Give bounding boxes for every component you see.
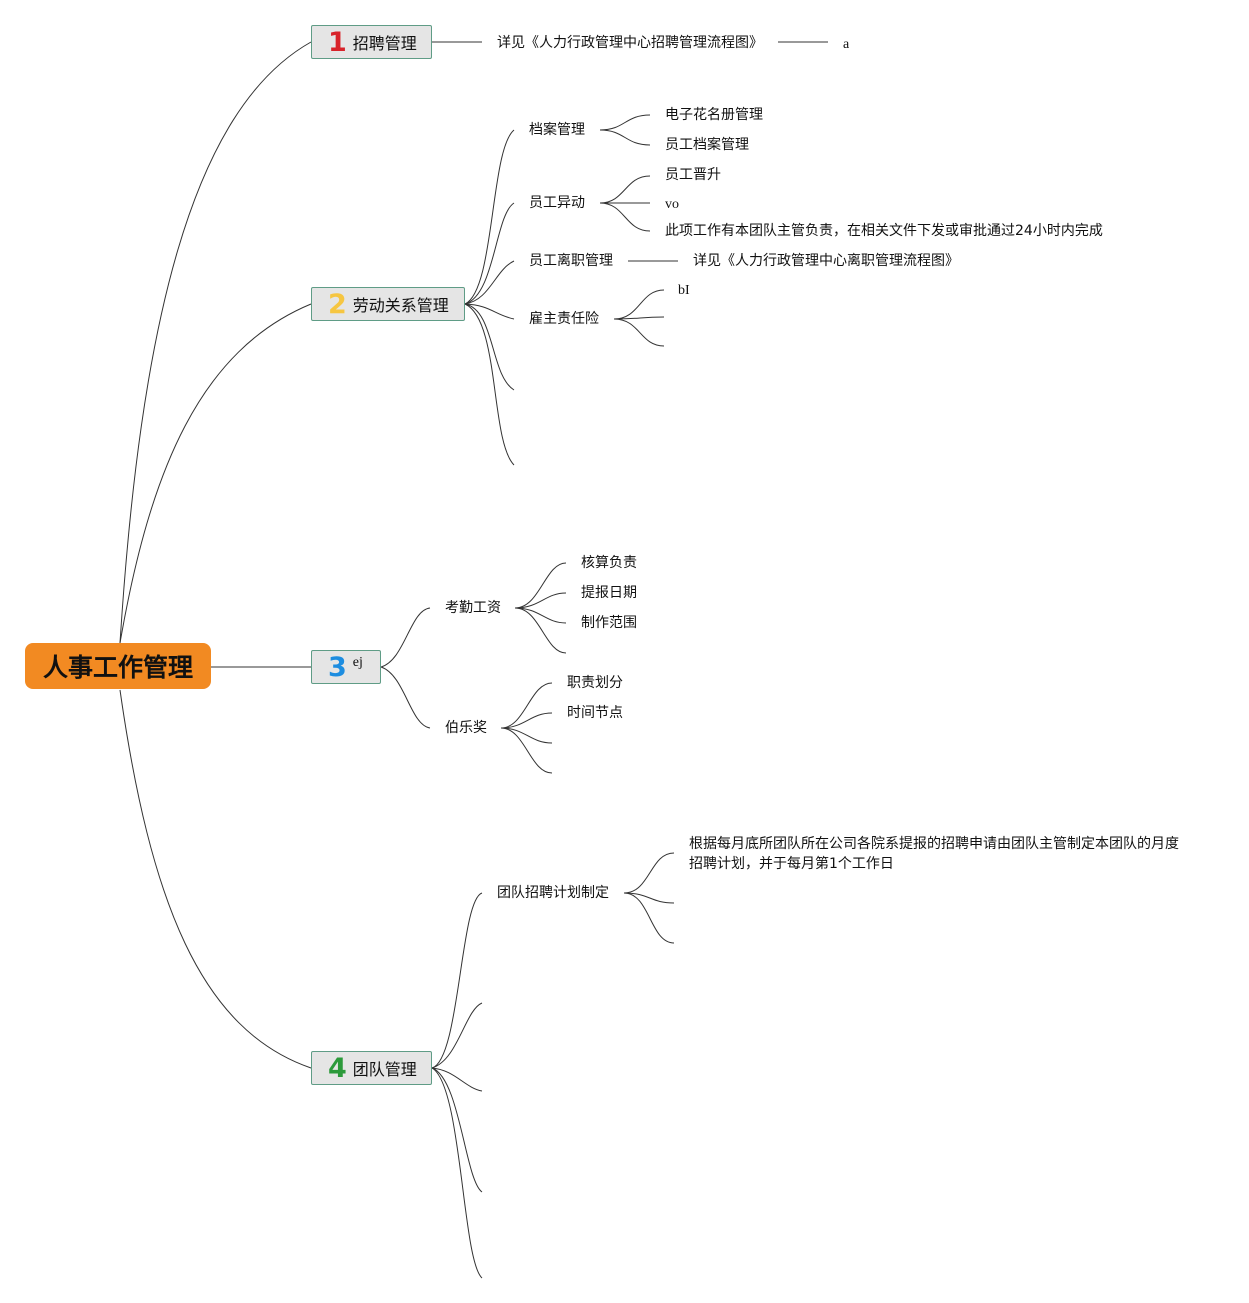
- topic-electronic-roster[interactable]: 电子花名册管理: [665, 107, 763, 123]
- topic-scope[interactable]: 制作范围: [581, 615, 637, 631]
- topic-time-node[interactable]: 时间节点: [567, 705, 623, 721]
- root-topic[interactable]: 人事工作管理: [25, 643, 211, 689]
- branch-labor-relations[interactable]: 2 劳动关系管理: [311, 287, 465, 321]
- number-2-icon: 2: [328, 288, 347, 320]
- topic-archive-management[interactable]: 档案管理: [529, 122, 585, 138]
- link-root-4: [119, 689, 312, 1069]
- topic-a[interactable]: a: [843, 37, 850, 52]
- branch-recruitment[interactable]: 1 招聘管理: [311, 25, 432, 59]
- branch-team-management[interactable]: 4 团队管理: [311, 1051, 432, 1085]
- topic-employee-archive[interactable]: 员工档案管理: [665, 137, 749, 153]
- topic-plan-description[interactable]: 根据每月底所团队所在公司各院系提报的招聘申请由团队主管制定本团队的月度招聘计划，…: [689, 836, 1179, 872]
- branch-label: 团队管理: [352, 1060, 417, 1079]
- topic-recruitment-flow[interactable]: 详见《人力行政管理中心招聘管理流程图》: [497, 35, 763, 51]
- topic-bi[interactable]: bI: [678, 283, 690, 298]
- branch-label: 劳动关系管理: [352, 296, 449, 315]
- topic-resignation-management[interactable]: 员工离职管理: [529, 253, 613, 269]
- topic-employer-insurance[interactable]: 雇主责任险: [529, 311, 599, 327]
- topic-accounting-owner[interactable]: 核算负责: [581, 555, 637, 571]
- topic-bole-award[interactable]: 伯乐奖: [445, 720, 487, 736]
- topic-attendance-salary[interactable]: 考勤工资: [445, 600, 501, 616]
- topic-report-date[interactable]: 提报日期: [581, 585, 637, 601]
- topic-responsibility-note[interactable]: 此项工作有本团队主管负责，在相关文件下发或审批通过24小时内完成: [665, 223, 1103, 239]
- branch-label: 招聘管理: [352, 34, 417, 53]
- link-root-2: [119, 303, 312, 644]
- number-4-icon: 4: [328, 1052, 347, 1084]
- topic-team-recruitment-plan[interactable]: 团队招聘计划制定: [497, 885, 609, 901]
- branch-label: ej: [352, 655, 363, 670]
- link-root-1: [119, 41, 312, 644]
- topic-resignation-flow[interactable]: 详见《人力行政管理中心离职管理流程图》: [693, 253, 959, 269]
- topic-employee-change[interactable]: 员工异动: [529, 195, 585, 211]
- number-3-icon: 3: [328, 651, 347, 683]
- number-1-icon: 1: [328, 26, 347, 58]
- branch-3[interactable]: 3 ej: [311, 650, 381, 684]
- topic-vo[interactable]: vo: [665, 197, 679, 212]
- topic-promotion[interactable]: 员工晋升: [665, 167, 721, 183]
- topic-duty-division[interactable]: 职责划分: [567, 675, 623, 691]
